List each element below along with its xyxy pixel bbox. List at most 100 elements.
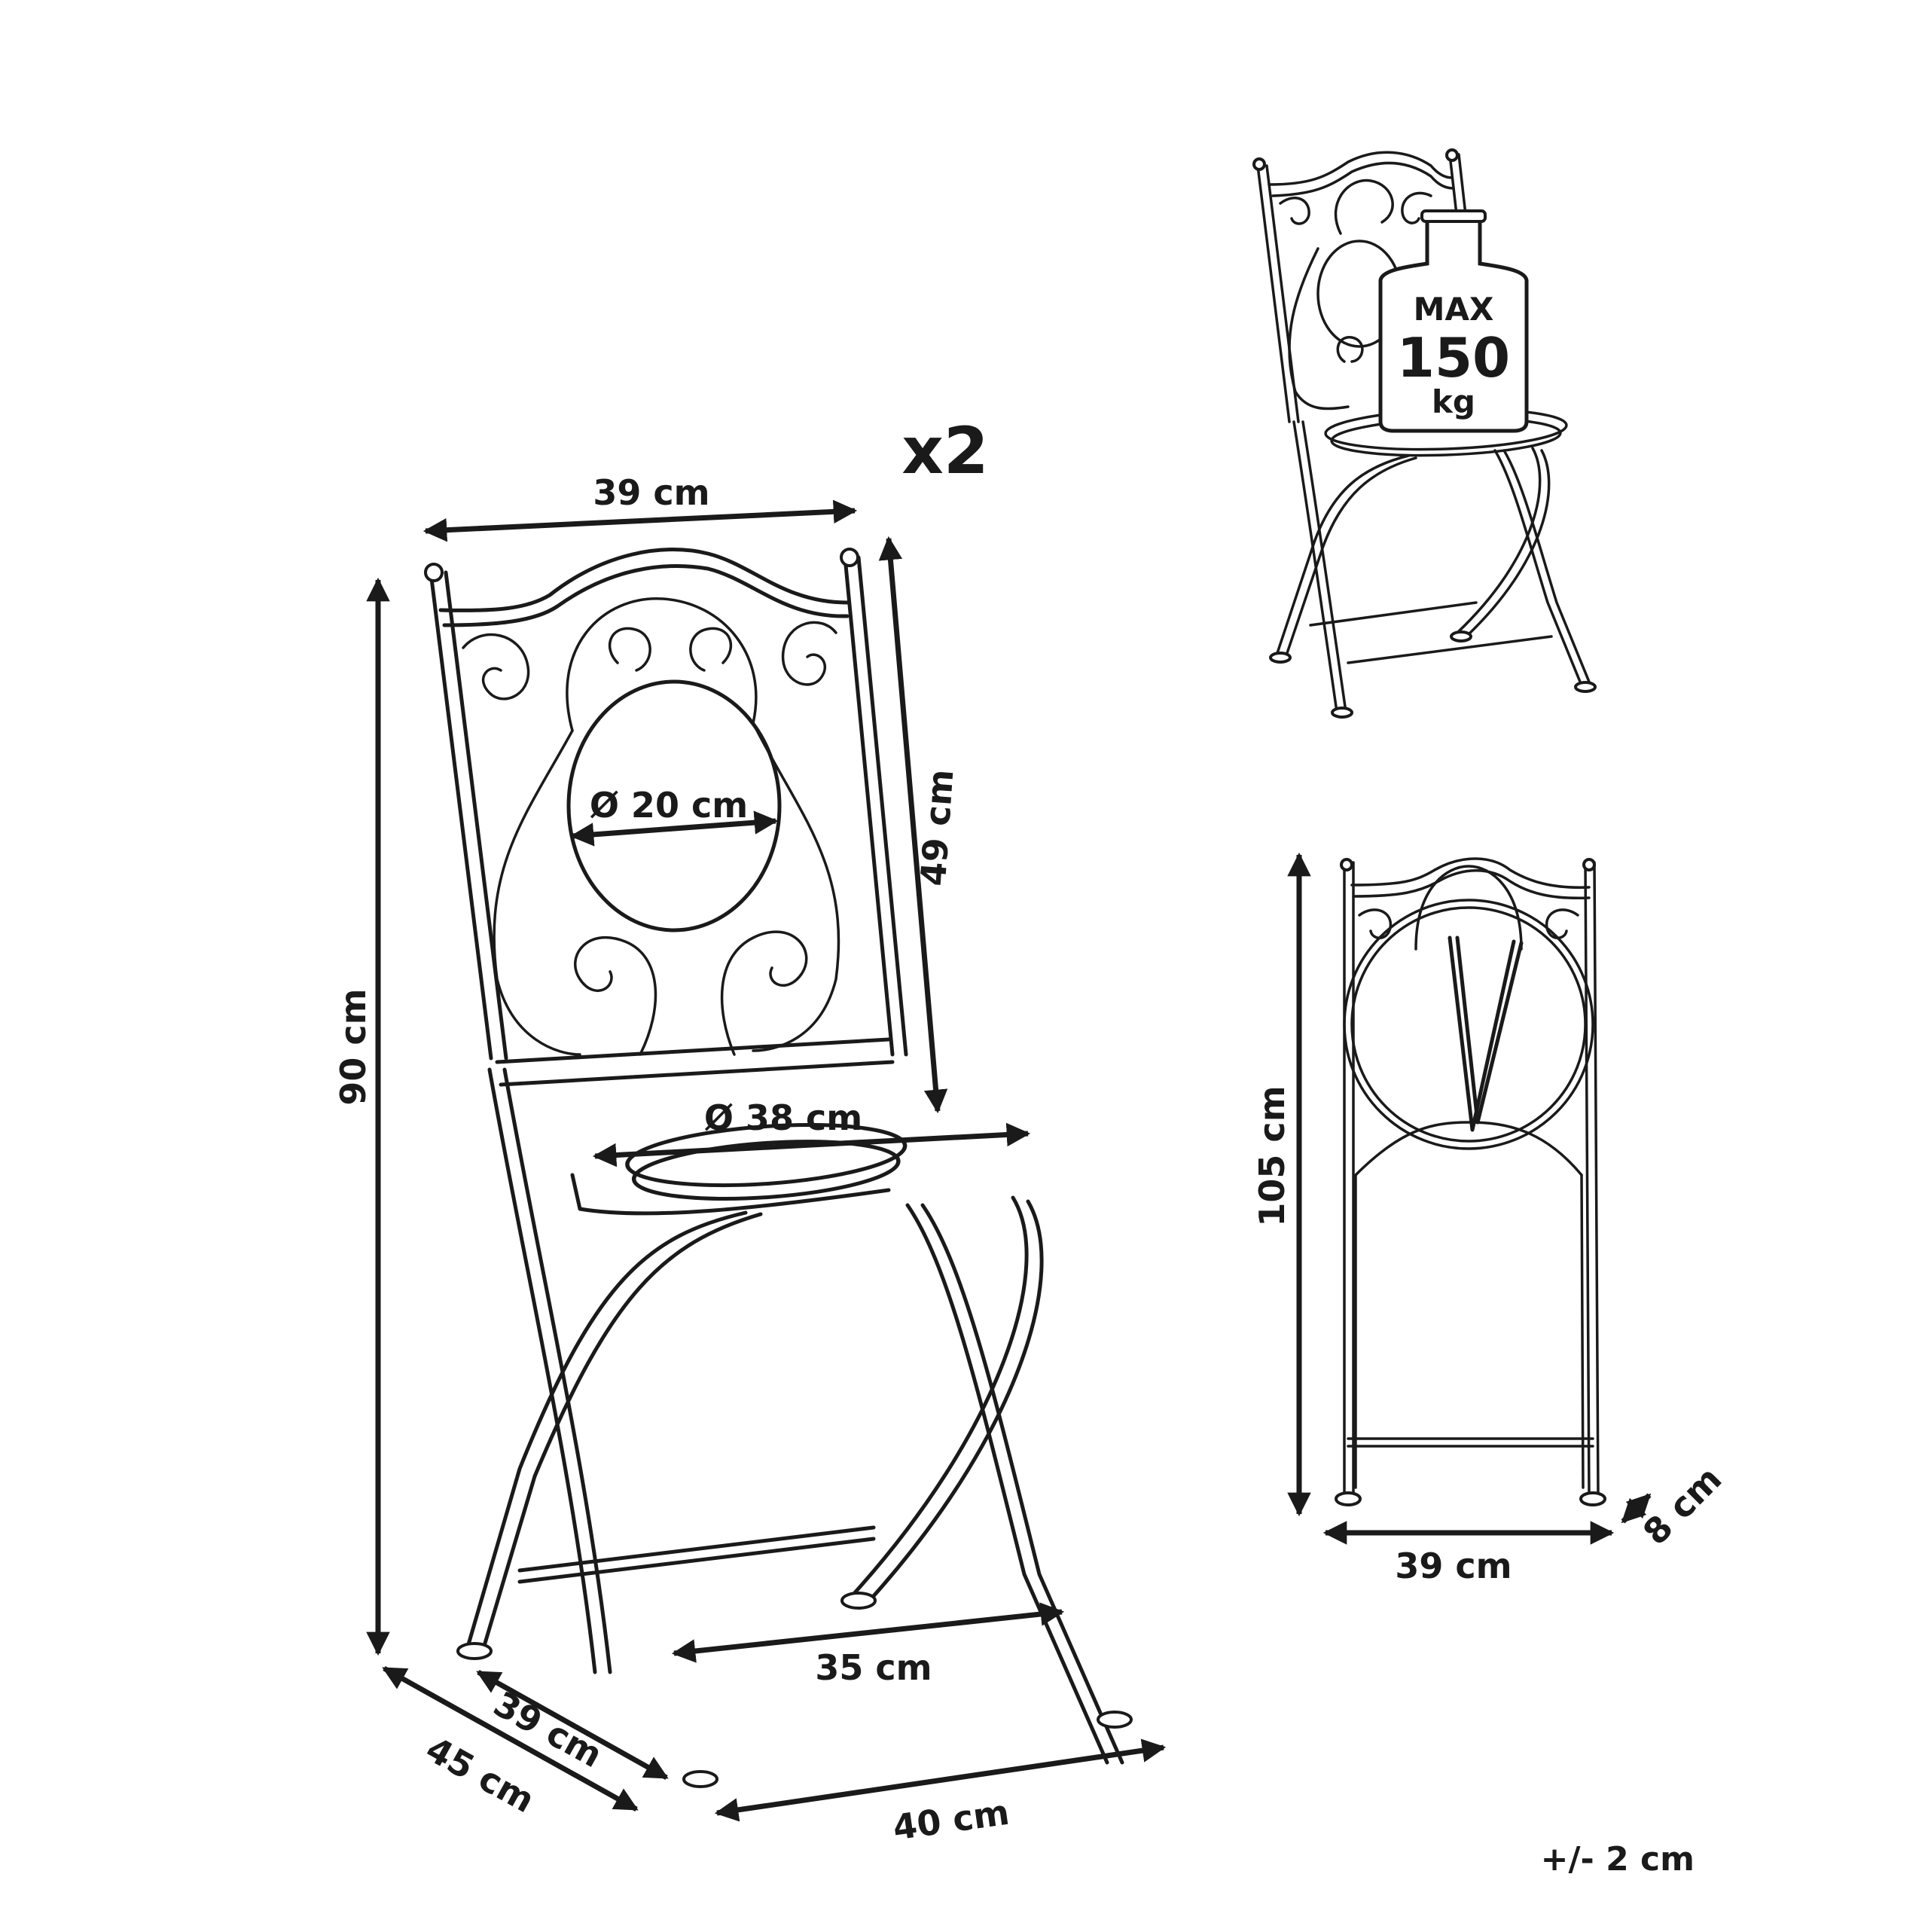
wc-foot-1 (1269, 652, 1292, 664)
weight-badge-line2: 150 (1397, 326, 1510, 389)
weight-badge-line3: kg (1432, 383, 1475, 420)
fc-seat-disc (1343, 899, 1594, 1150)
fc-curl-left (1358, 908, 1393, 939)
back-lower-rail-2 (499, 1060, 895, 1087)
fc-finial-right (1582, 858, 1596, 871)
label-leg-span: 35 cm (815, 1647, 932, 1688)
seat-underside (570, 1173, 891, 1216)
wc-crest-2 (1271, 161, 1455, 197)
wc-leg-c2 (1502, 449, 1592, 687)
weight-bottle-icon (1378, 212, 1529, 433)
fc-post-right-2 (1593, 861, 1600, 1497)
foot-3 (840, 1592, 877, 1610)
label-total-height: 90 cm (333, 988, 374, 1105)
scroll-curl-lower-right (720, 930, 808, 1056)
back-lower-rail (495, 1037, 891, 1064)
rear-leg-left (487, 1067, 597, 1674)
wc-curl-lower (1336, 336, 1364, 363)
scroll-small-right-top (781, 621, 837, 686)
label-back-width: 39 cm (593, 472, 709, 513)
finial-left (424, 563, 444, 582)
folded-dimension-lines (1287, 852, 1652, 1545)
weight-badge-line1: MAX (1414, 291, 1494, 328)
fc-foot-left (1335, 1491, 1362, 1506)
bottle-cap-icon (1420, 209, 1487, 223)
tolerance-label: +/- 2 cm (1541, 1840, 1695, 1879)
dim-folded-thickness (1621, 1493, 1652, 1524)
fc-arch (1414, 865, 1523, 951)
fc-crest-2 (1352, 869, 1591, 900)
wc-foot-3 (1450, 630, 1472, 642)
label-folded-thickness: 8 cm (1635, 1458, 1729, 1552)
fc-seat-legs-v (1448, 935, 1516, 1132)
back-crest (438, 548, 850, 612)
scroll-small-left-top (462, 633, 530, 700)
front-leg-right (905, 1203, 1109, 1765)
label-base-width: 40 cm (890, 1792, 1011, 1848)
wc-curl (1334, 179, 1394, 235)
dim-leg-span (671, 1602, 1065, 1663)
rear-leg-right-2 (864, 1199, 1044, 1607)
scroll-curl-lower-left (574, 935, 657, 1056)
scroll-upper-arch (566, 597, 758, 732)
wc-foot-4 (1574, 681, 1597, 693)
fc-foot-right (1579, 1491, 1606, 1506)
dim-back-height (878, 536, 948, 1114)
wc-post-left (1256, 164, 1291, 423)
fc-post-right (1584, 861, 1591, 1497)
fc-leg-inner-right (1580, 1174, 1585, 1489)
label-folded-height: 105 cm (1252, 1085, 1292, 1226)
scroll-curl-left (609, 627, 651, 672)
front-leg-left (465, 1210, 748, 1652)
label-back-height: 49 cm (913, 768, 962, 888)
wc-leg-a (1292, 420, 1338, 713)
back-crest-inner (442, 564, 850, 627)
wc-finial-left (1252, 157, 1266, 171)
scroll-curl-right (689, 627, 732, 672)
wc-crest (1268, 151, 1454, 186)
dim-back-width (423, 499, 858, 542)
wc-curl-small-r (1401, 191, 1432, 224)
label-seat-diameter: Ø 38 cm (704, 1097, 862, 1138)
wc-leg-a2 (1301, 420, 1347, 713)
wc-leg-d2 (1465, 449, 1551, 638)
wc-stretcher-2 (1347, 635, 1553, 664)
quantity-label: x2 (901, 414, 988, 489)
wc-finial-right (1445, 148, 1459, 162)
scroll-right-heart (752, 722, 840, 1052)
fc-seat-disc-inner (1350, 906, 1587, 1143)
back-post-left (429, 570, 493, 1061)
wc-curl-small (1279, 197, 1310, 225)
foot-4 (1097, 1711, 1133, 1729)
wc-leg-c (1493, 449, 1583, 687)
main-chair-drawing (424, 548, 1133, 1788)
wc-leg-b2 (1284, 456, 1417, 659)
stretcher-bar-2 (517, 1537, 876, 1584)
dim-base-width (714, 1738, 1167, 1822)
fc-crest (1350, 857, 1591, 890)
dim-medallion (569, 810, 779, 847)
stretcher-bar (517, 1525, 876, 1573)
weight-badge: MAX 150 kg (1378, 209, 1529, 433)
fc-curl-right (1545, 908, 1579, 939)
foot-1 (456, 1642, 493, 1660)
fc-leg-arch (1354, 1121, 1583, 1177)
label-medallion: Ø 20 cm (590, 785, 748, 826)
front-leg-left-2 (480, 1212, 763, 1656)
wc-leg-d (1456, 447, 1542, 634)
back-post-right (843, 555, 895, 1057)
main-dimension-lines (366, 499, 1167, 1822)
rear-leg-right (849, 1195, 1029, 1599)
dim-depth-outer (382, 1665, 639, 1812)
wc-scroll-left (1288, 247, 1350, 411)
scroll-left-heart (493, 729, 581, 1056)
dim-seat-diameter (592, 1122, 1031, 1167)
main-labels: x2 39 cm Ø 20 cm 49 cm 90 cm Ø 38 cm 35 … (333, 414, 1011, 1848)
weight-chair-drawing (1252, 148, 1597, 719)
finial-right (840, 548, 859, 567)
wc-foot-2 (1331, 707, 1353, 719)
folded-chair-drawing (1335, 857, 1606, 1506)
label-folded-width: 39 cm (1395, 1546, 1512, 1586)
back-post-left-inner (444, 570, 508, 1061)
